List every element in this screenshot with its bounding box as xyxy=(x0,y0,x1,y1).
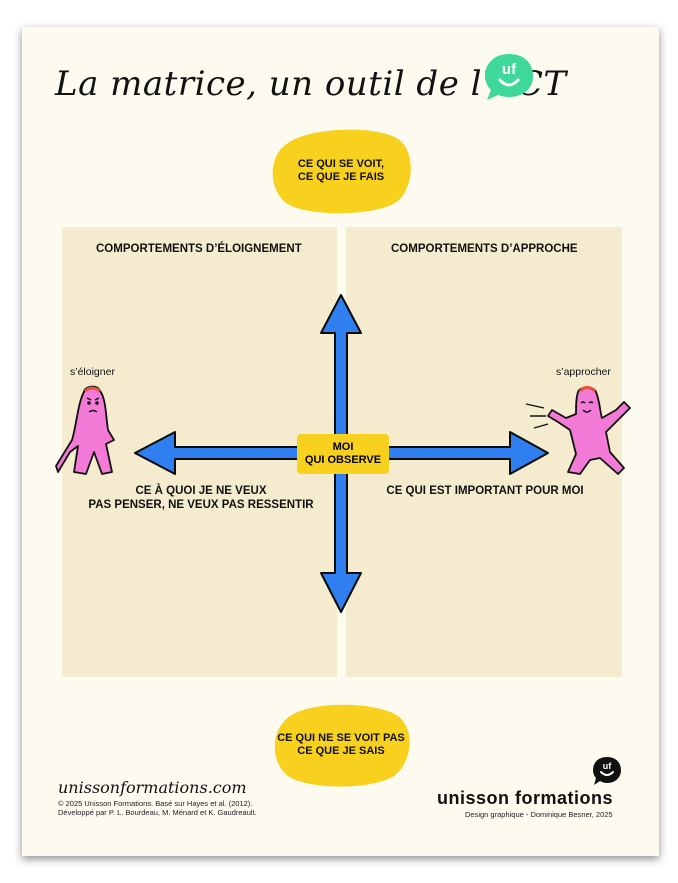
left-axis-caption: CE À QUOI JE NE VEUX PAS PENSER, NE VEUX… xyxy=(88,485,314,511)
top-axis-label: CE QUI SE VOIT, CE QUE JE FAIS xyxy=(297,158,385,183)
brand-name: unisson formations xyxy=(437,788,614,808)
page-title: La matrice, un outil de l'ACT xyxy=(55,64,567,104)
designer-credit: Design graphique - Dominique Besner, 202… xyxy=(465,810,613,819)
logo-text: uf xyxy=(502,61,517,78)
bottom-axis-blob: CE QUI NE SE VOIT PAS CE QUE JE SAIS xyxy=(266,700,416,790)
observer-center-box: MOI QUI OBSERVE xyxy=(297,434,389,474)
website-link[interactable]: unissonformations.com xyxy=(58,778,247,797)
credits-text: © 2025 Unisson Formations. Basé sur Haye… xyxy=(58,799,257,817)
brand-logo-text: uf xyxy=(603,761,612,771)
brand-logo-icon: uf xyxy=(593,757,621,785)
bottom-axis-label: CE QUI NE SE VOIT PAS CE QUE JE SAIS xyxy=(277,732,405,757)
unisson-logo-icon: uf xyxy=(485,54,533,100)
move-away-label: s’éloigner xyxy=(70,366,115,378)
away-moves-heading: COMPORTEMENTS D’ÉLOIGNEMENT xyxy=(96,243,302,255)
top-axis-blob: CE QUI SE VOIT, CE QUE JE FAIS xyxy=(266,125,416,217)
right-axis-caption: CE QUI EST IMPORTANT POUR MOI xyxy=(386,485,584,497)
move-toward-label: s’approcher xyxy=(556,366,611,378)
pink-character-toward-icon xyxy=(525,386,631,475)
toward-moves-heading: COMPORTEMENTS D’APPROCHE xyxy=(391,243,578,255)
pink-character-away-icon xyxy=(55,385,115,475)
